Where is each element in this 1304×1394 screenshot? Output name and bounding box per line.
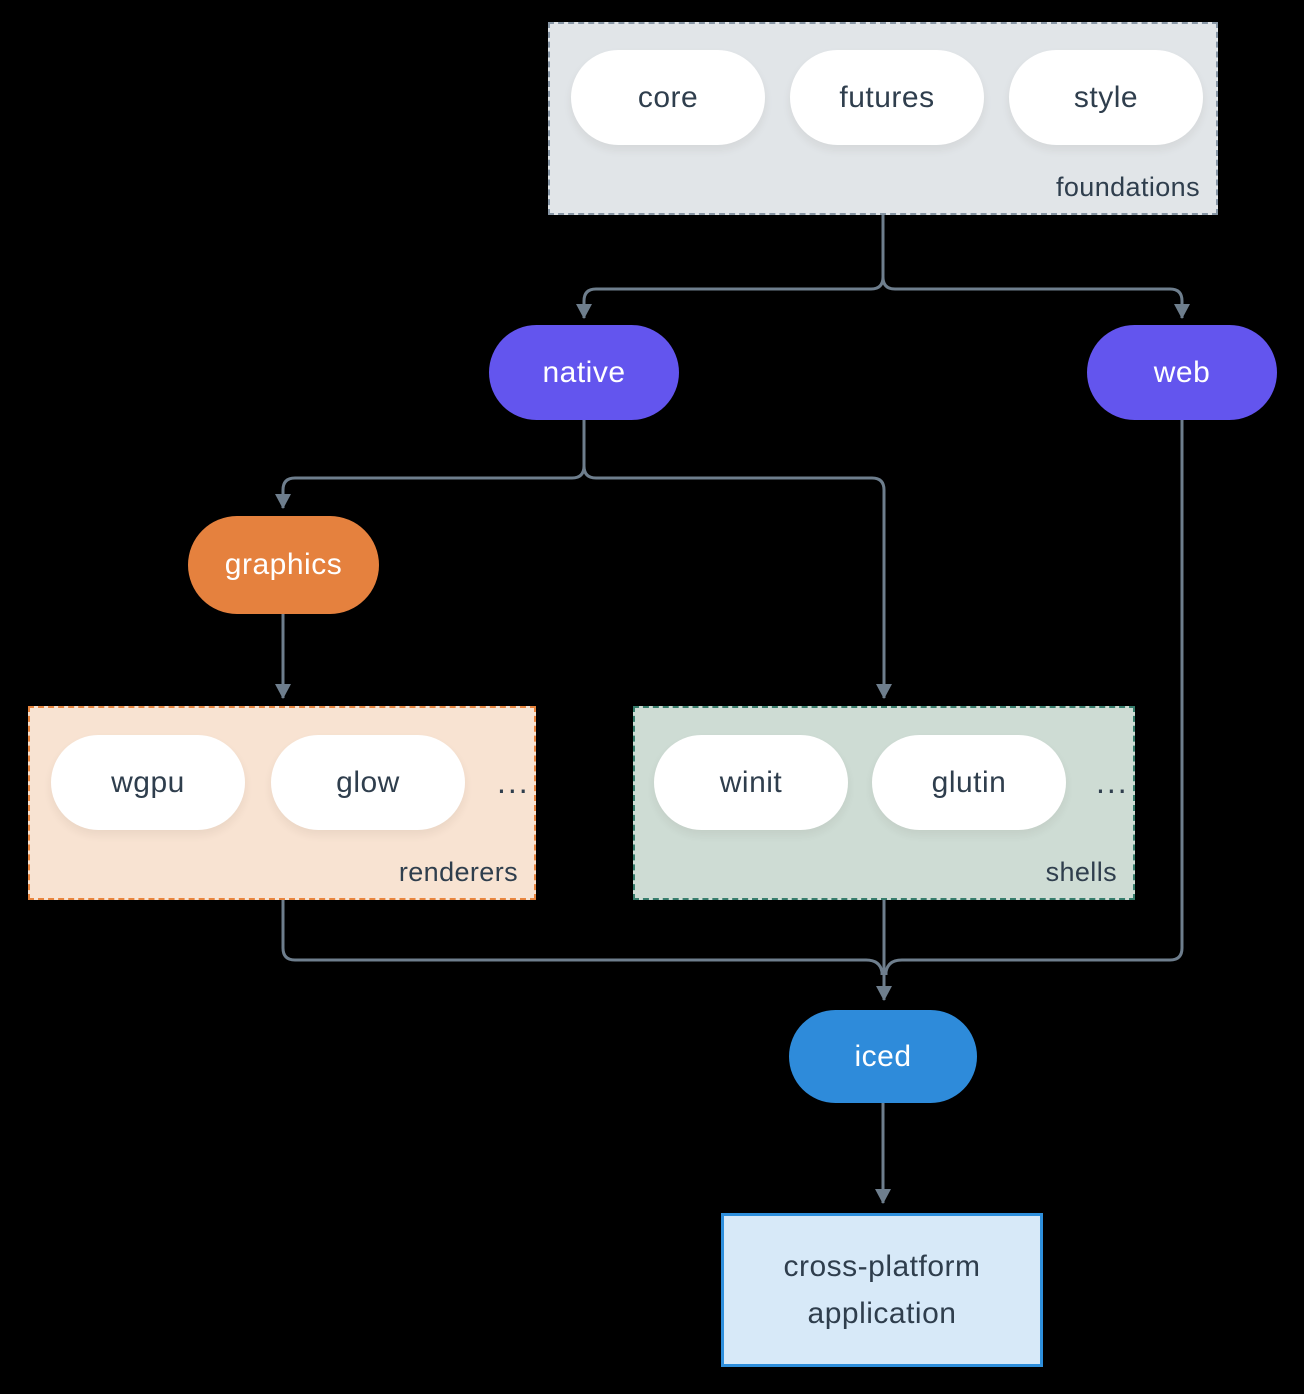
foundations-group-label: foundations [1055, 172, 1200, 202]
connector-foundations-web [881, 215, 1190, 319]
cross-platform-application-label: cross-platform application [783, 1250, 981, 1330]
node-style: style [1009, 50, 1203, 145]
foundations-chip-row: core futures style [571, 50, 1203, 145]
node-futures: futures [790, 50, 984, 145]
node-native: native [489, 325, 679, 420]
node-winit: winit [654, 735, 848, 830]
renderers-group-box: wgpu glow ... renderers [28, 706, 536, 900]
foundations-group-box: core futures style foundations [548, 22, 1218, 215]
node-core: core [571, 50, 765, 145]
shells-ellipsis: ... [1096, 764, 1129, 800]
node-graphics: graphics [188, 516, 379, 614]
node-wgpu: wgpu [51, 735, 245, 830]
renderers-chip-row: wgpu glow ... [51, 735, 530, 830]
shells-chip-row: winit glutin ... [654, 735, 1129, 830]
connector-foundations-native [576, 215, 885, 319]
shells-group-label: shells [1045, 857, 1117, 887]
renderers-ellipsis: ... [497, 764, 530, 800]
node-web: web [1087, 325, 1277, 420]
node-iced: iced [789, 1010, 977, 1103]
connector-native-graphics [275, 420, 586, 509]
cross-platform-application-box: cross-platform application [721, 1213, 1043, 1367]
renderers-group-label: renderers [398, 857, 518, 887]
connector-native-shells [582, 420, 892, 699]
shells-group-box: winit glutin ... shells [633, 706, 1135, 900]
connector-renderers-iced [281, 900, 884, 975]
node-glutin: glutin [872, 735, 1066, 830]
node-glow: glow [271, 735, 465, 830]
